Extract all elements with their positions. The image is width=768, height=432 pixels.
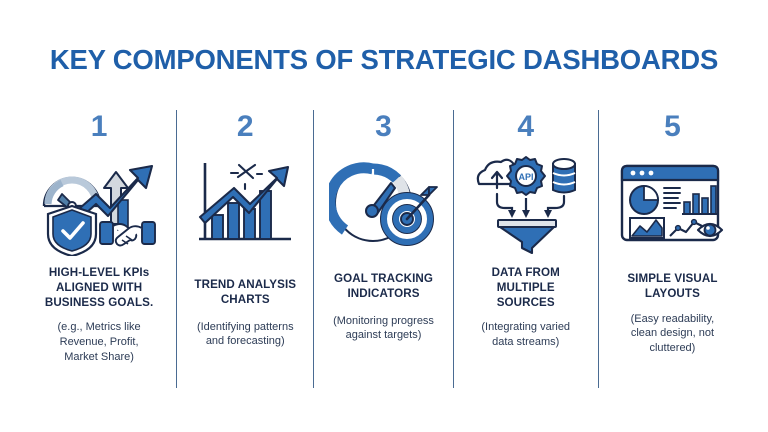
component-column-4: 4 API [454, 110, 598, 388]
heading-line: ALIGNED WITH [55, 280, 143, 294]
column-heading-1: HIGH-LEVEL KPIs ALIGNED WITH BUSINESS GO… [45, 266, 153, 310]
heading-line: INDICATORS [347, 286, 420, 300]
column-number-2: 2 [236, 110, 254, 143]
dashboard-window-charts-eye-icon [616, 150, 728, 258]
subtitle-line: (Easy readability, [630, 312, 715, 325]
column-subtitle-5: (Easy readability, clean design, not clu… [631, 312, 715, 356]
column-subtitle-2: (Identifying patterns and forecasting) [197, 320, 294, 349]
column-subtitle-1: (e.g., Metrics like Revenue, Profit, Mar… [58, 320, 141, 364]
bar-chart-trend-arrow-icon [193, 150, 297, 258]
gauge-target-dart-icon [328, 150, 439, 258]
subtitle-line: and forecasting) [205, 335, 285, 348]
column-number-5: 5 [664, 110, 681, 143]
column-heading-3: GOAL TRACKING INDICATORS [334, 272, 433, 302]
heading-line: SOURCES [496, 295, 555, 309]
component-column-1: 1 [22, 110, 176, 388]
column-divider-1 [176, 110, 178, 388]
subtitle-line: (Identifying patterns [196, 320, 294, 333]
heading-line: HIGH-LEVEL KPIs [48, 266, 150, 279]
subtitle-line: (e.g., Metrics like [57, 321, 141, 334]
heading-line: MULTIPLE [496, 280, 555, 294]
column-number-4: 4 [517, 110, 535, 143]
components-row: 1 [22, 110, 746, 388]
heading-line: SIMPLE VISUAL [627, 272, 718, 285]
cloud-api-database-funnel-icon: API [471, 150, 581, 258]
api-label: API [518, 172, 533, 182]
heading-line: LAYOUTS [644, 286, 700, 300]
column-subtitle-4: (Integrating varied data streams) [481, 320, 570, 349]
column-heading-4: DATA FROM MULTIPLE SOURCES [492, 266, 560, 310]
component-column-3: 3 [314, 110, 452, 388]
subtitle-line: (Monitoring progress [333, 314, 434, 327]
column-divider-4 [597, 110, 599, 388]
heading-line: CHARTS [220, 292, 270, 306]
column-heading-5: SIMPLE VISUAL LAYOUTS [627, 272, 717, 302]
column-divider-2 [313, 110, 315, 388]
column-number-3: 3 [375, 110, 392, 143]
page-title: KEY COMPONENTS OF STRATEGIC DASHBOARDS [49, 44, 719, 75]
component-column-2: 2 [177, 110, 313, 388]
subtitle-line: data streams) [492, 336, 560, 348]
subtitle-line: Market Share) [64, 350, 134, 363]
heading-line: TREND ANALYSIS [194, 278, 297, 291]
component-column-5: 5 [599, 110, 746, 388]
subtitle-line: against targets) [345, 329, 422, 342]
subtitle-line: Revenue, Profit, [59, 336, 139, 348]
column-heading-2: TREND ANALYSIS CHARTS [194, 278, 296, 308]
column-subtitle-3: (Monitoring progress against targets) [333, 314, 434, 343]
subtitle-line: (Integrating varied [481, 321, 571, 334]
column-number-1: 1 [90, 110, 108, 143]
heading-line: BUSINESS GOALS. [44, 295, 154, 309]
subtitle-line: cluttered) [649, 341, 696, 354]
heading-line: DATA FROM [491, 266, 560, 279]
kpi-gauge-shield-handshake-icon [34, 150, 164, 258]
column-divider-3 [452, 110, 454, 388]
subtitle-line: clean design, not [630, 327, 714, 340]
heading-line: GOAL TRACKING [334, 272, 433, 285]
